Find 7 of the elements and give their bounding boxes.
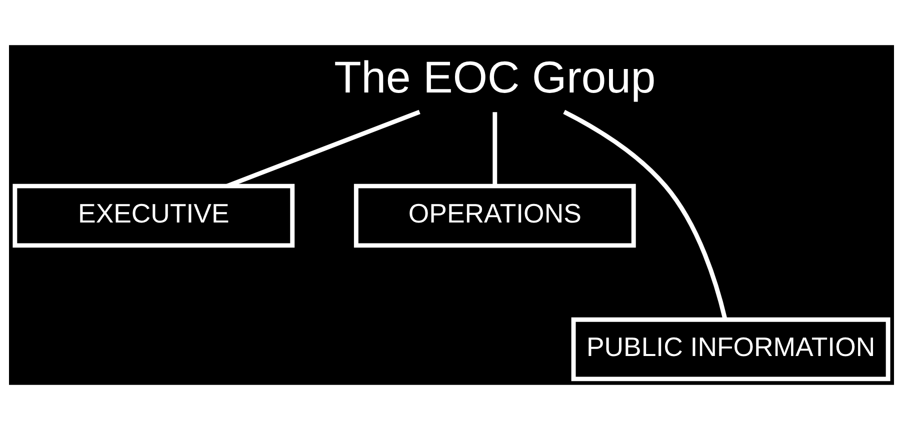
connector [226, 109, 420, 188]
connector [562, 109, 727, 320]
connector [492, 112, 497, 186]
node-text: The EOC Group [334, 53, 656, 102]
node-box: OPERATIONS [353, 183, 636, 248]
node-box: EXECUTIVE [12, 183, 294, 248]
node-box: PUBLIC INFORMATION [570, 316, 890, 381]
